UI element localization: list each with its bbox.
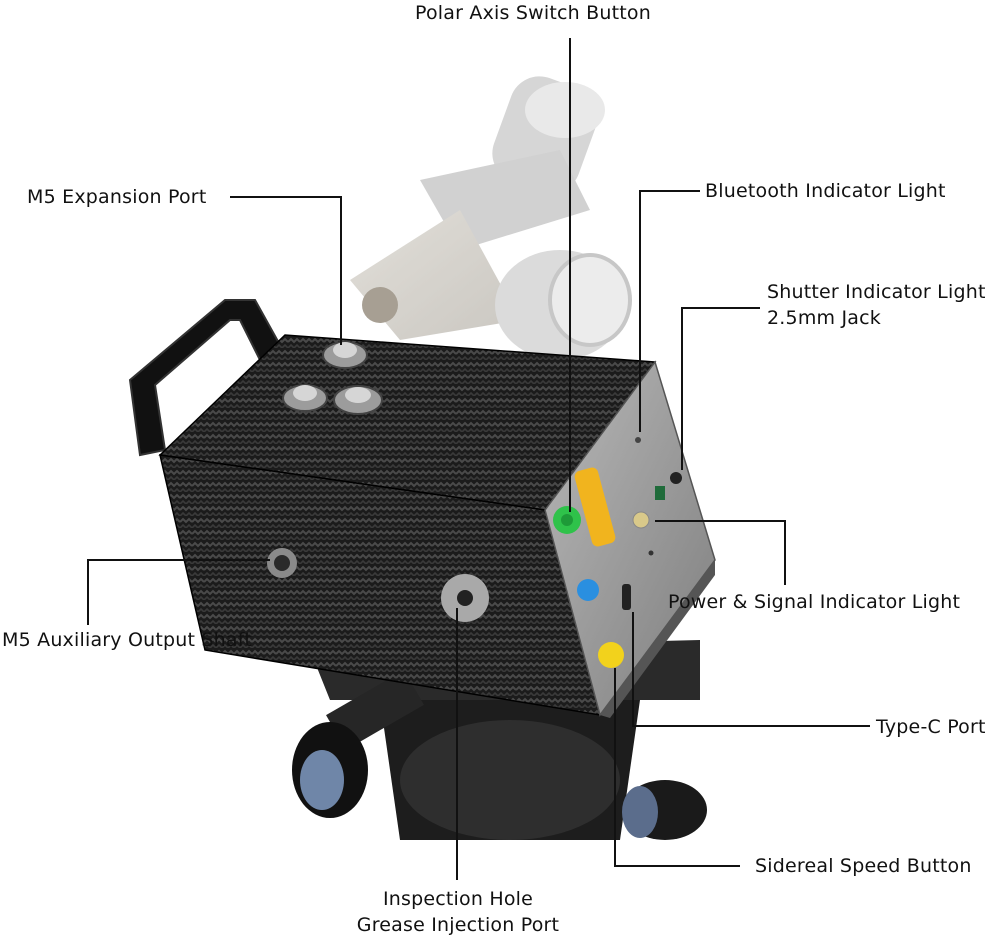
line-bluetooth xyxy=(639,190,700,432)
label-type-c-port: Type-C Port xyxy=(876,714,986,740)
inspection-text: Inspection Hole xyxy=(382,888,534,910)
m5-expansion-bolts xyxy=(282,341,383,415)
type-c-port xyxy=(622,584,631,610)
jack-2-5mm xyxy=(670,472,682,484)
power-signal-text: Power & Signal Indicator Light xyxy=(668,591,961,613)
line-m5-expansion xyxy=(230,196,342,345)
line-m5-aux xyxy=(87,559,270,625)
label-bluetooth-indicator-light: Bluetooth Indicator Light xyxy=(705,178,946,204)
label-inspection-hole: Inspection Hole Grease Injection Port xyxy=(352,886,564,938)
sidereal-text: Sidereal Speed Button xyxy=(755,855,972,877)
line-type-c xyxy=(632,612,870,727)
shutter-light xyxy=(655,486,665,500)
line-shutter xyxy=(681,307,760,470)
orange-indicator xyxy=(574,467,616,547)
blue-button xyxy=(577,579,599,601)
m5-aux-shaft-hole xyxy=(267,548,297,578)
polar-axis-text: Polar Axis Switch Button xyxy=(415,2,651,24)
faded-mount-background xyxy=(350,76,632,360)
sidereal-speed-button xyxy=(598,642,624,668)
jack-text: 2.5mm Jack xyxy=(767,307,881,329)
label-polar-axis-switch-button: Polar Axis Switch Button xyxy=(415,0,651,26)
bluetooth-text: Bluetooth Indicator Light xyxy=(705,180,946,202)
left-knob xyxy=(292,670,424,818)
type-c-text: Type-C Port xyxy=(876,716,986,738)
tripod-head xyxy=(292,640,707,840)
label-sidereal-speed-button: Sidereal Speed Button xyxy=(755,853,972,879)
label-shutter-indicator-light: Shutter Indicator Light 2.5mm Jack xyxy=(767,279,986,331)
line-power-signal xyxy=(655,520,786,585)
label-m5-expansion-port: M5 Expansion Port xyxy=(27,184,206,210)
carry-handle xyxy=(128,299,282,457)
power-signal-light xyxy=(632,511,650,529)
right-knob xyxy=(622,780,707,840)
label-power-signal-indicator-light: Power & Signal Indicator Light xyxy=(668,589,960,615)
side-panel-features xyxy=(553,437,682,668)
m5-expansion-text: M5 Expansion Port xyxy=(27,186,207,208)
m5-aux-text: M5 Auxiliary Output Shaft xyxy=(2,629,252,651)
bluetooth-light xyxy=(635,437,641,443)
line-sidereal xyxy=(614,668,740,867)
grease-text: Grease Injection Port xyxy=(356,914,560,936)
label-m5-auxiliary-output-shaft: M5 Auxiliary Output Shaft xyxy=(2,627,252,653)
inspection-hole xyxy=(441,574,489,622)
leader-lines xyxy=(87,38,870,880)
shutter-text: Shutter Indicator Light xyxy=(767,281,986,303)
